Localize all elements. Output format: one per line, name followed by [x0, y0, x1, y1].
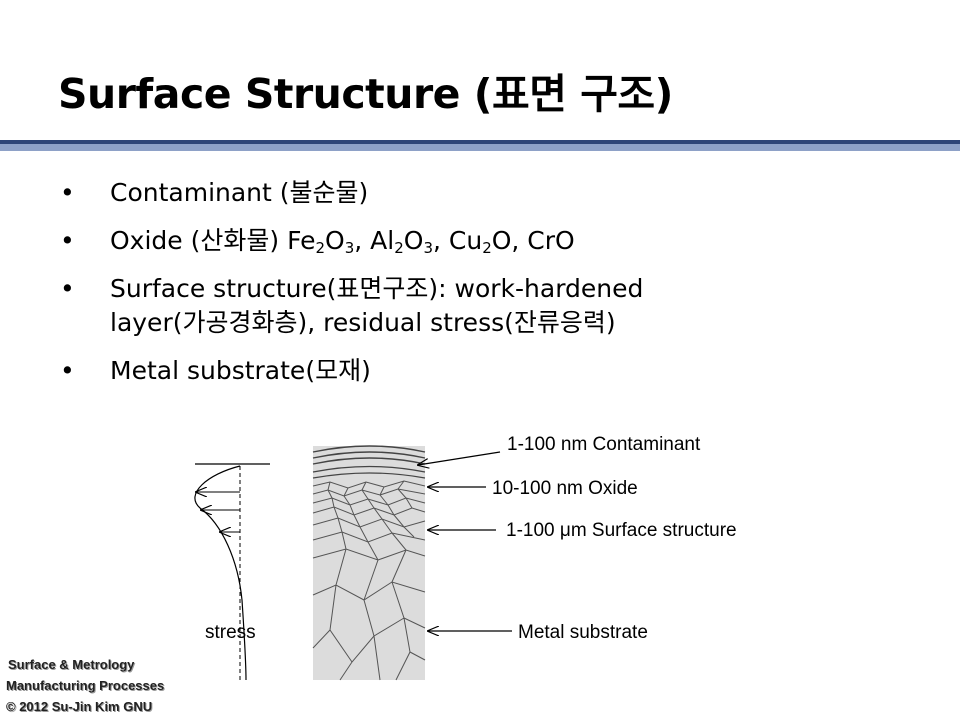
label-oxide: 10-100 nm Oxide — [492, 478, 638, 499]
contaminant-arrow — [418, 451, 501, 465]
bullet-text: O, CrO — [491, 226, 575, 255]
bullet-contaminant: • Contaminant (불순물) — [60, 176, 940, 210]
bullet-surface-structure: • Surface structure(표면구조): work-hardened… — [60, 272, 940, 340]
bullet-dot: • — [60, 226, 75, 255]
label-surface-structure: 1-100 μm Surface structure — [506, 520, 737, 541]
slide-title: Surface Structure (표면 구조) — [58, 70, 673, 118]
bullet-text: , Cu — [432, 226, 483, 255]
subscript: 3 — [344, 239, 355, 257]
footer-line-3: © 2012 Su-Jin Kim GNU — [6, 699, 153, 714]
bullet-dot: • — [60, 274, 75, 303]
bullet-oxide: • Oxide (산화물) Fe2O3, Al2O3, Cu2O, CrO — [60, 224, 940, 258]
footer-line-1: Surface & Metrology — [8, 657, 135, 672]
stress-curve — [194, 465, 247, 681]
oxide-layer-line — [312, 465, 426, 473]
grain-boundary — [327, 488, 407, 506]
bullet-dot: • — [60, 178, 75, 207]
bullet-text-line-1: Surface structure(표면구조): work-hardened — [110, 274, 644, 303]
grain-boundary — [312, 517, 426, 528]
stress-profile — [194, 463, 270, 681]
contaminant-layer-line — [312, 445, 426, 453]
bullet-text: Metal substrate(모재) — [110, 356, 371, 385]
footer-line-2: Manufacturing Processes — [6, 678, 165, 693]
subscript: 2 — [394, 239, 404, 257]
subscript: 2 — [315, 239, 326, 257]
bullet-text: , Al — [354, 226, 395, 255]
contaminant-layer-line — [312, 451, 426, 459]
bullet-metal-substrate: • Metal substrate(모재) — [60, 354, 940, 388]
title-divider-dark — [0, 140, 960, 144]
substrate-block — [313, 446, 425, 680]
material-block — [312, 445, 426, 681]
grain-boundary — [331, 497, 413, 516]
grain-boundary — [337, 517, 415, 543]
bullet-text: Contaminant (불순물) — [110, 178, 369, 207]
label-contaminant: 1-100 nm Contaminant — [507, 434, 701, 455]
bullet-list: • Contaminant (불순물) • Oxide (산화물) Fe2O3,… — [60, 176, 940, 402]
grain-boundary — [327, 480, 405, 497]
title-divider-light — [0, 144, 960, 151]
oxide-layer-line — [312, 472, 426, 479]
subscript: 3 — [423, 239, 433, 257]
grain-boundary — [333, 506, 405, 528]
contaminant-layer-line — [312, 457, 426, 465]
subscript: 2 — [482, 239, 492, 257]
bullet-text: O — [403, 226, 424, 255]
grain-boundary — [409, 651, 426, 661]
bullet-dot: • — [60, 356, 75, 385]
grain-boundary — [341, 531, 407, 561]
grain-boundary — [329, 617, 411, 681]
bullet-text-line-2: layer(가공경화층), residual stress(잔류응력) — [110, 308, 616, 337]
bullet-text: O — [325, 226, 345, 255]
footer: Surface & Metrology Manufacturing Proces… — [6, 654, 164, 717]
label-metal-substrate: Metal substrate — [518, 622, 648, 643]
grain-boundary — [335, 548, 407, 601]
label-stress: stress — [205, 622, 256, 643]
bullet-text: Oxide (산화물) Fe — [110, 226, 316, 255]
